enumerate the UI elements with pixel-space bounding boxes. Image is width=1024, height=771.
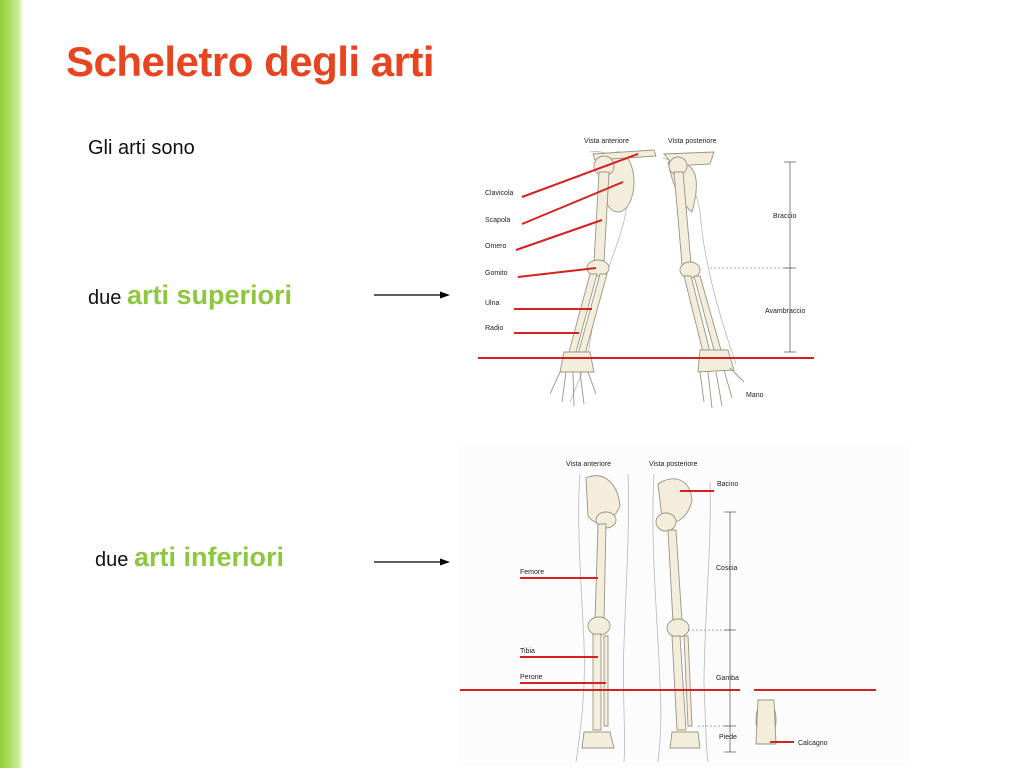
upper-view-back-label: Vista posteriore [668, 138, 717, 145]
intro-text: Gli arti sono [88, 137, 195, 159]
label-gomito: Gomito [485, 270, 508, 277]
posterior-arm-bones [663, 151, 745, 409]
label-clavicola: Clavicola [485, 190, 514, 197]
leader-omero [515, 219, 603, 251]
upper-arrow-icon [374, 291, 450, 299]
foot-bones [755, 699, 777, 745]
lower-view-back-label: Vista posteriore [649, 461, 698, 468]
upper-view-front-label: Vista anteriore [584, 138, 629, 145]
leg-outline-back [652, 473, 662, 763]
anterior-leg-bones [581, 475, 621, 749]
upper-limbs-highlight: arti superiori [126, 280, 292, 310]
label-braccio: Braccio [773, 213, 796, 220]
label-avambraccio: Avambraccio [765, 308, 805, 315]
posterior-leg-bones [655, 478, 701, 749]
label-calcagno: Calcagno [798, 740, 828, 747]
anterior-arm-bones [549, 149, 657, 407]
leader-gomito [517, 267, 597, 278]
label-coscia: Coscia [716, 565, 738, 572]
label-scapola: Scapola [485, 217, 510, 224]
lower-limbs-prefix: due [95, 549, 129, 571]
upper-limbs-prefix: due [88, 287, 122, 309]
label-mano: Mano [746, 392, 764, 399]
label-ulna: Ulna [485, 300, 500, 307]
slide-title: Scheletro degli arti [66, 38, 435, 85]
side-accent-bar [0, 0, 23, 768]
lower-view-front-label: Vista anteriore [566, 461, 611, 468]
leg-outline-back-inner [703, 481, 711, 763]
label-gamba: Gamba [716, 675, 739, 682]
leader-clavicola [521, 153, 639, 198]
lower-limbs-line: due arti inferiori [95, 542, 284, 573]
label-radio: Radio [485, 325, 503, 332]
upper-limb-skeleton-figure: Vista anteriore Vista posteriore Clavico… [478, 132, 818, 418]
leader-scapola [521, 181, 624, 225]
upper-limbs-line: due arti superiori [88, 280, 292, 311]
lower-limb-skeleton-figure: Vista anteriore Vista posteriore Femore … [458, 444, 910, 766]
label-bacino: Bacino [717, 481, 739, 488]
label-perone: Perone [520, 674, 543, 681]
lower-limbs-highlight: arti inferiori [133, 542, 284, 572]
label-femore: Femore [520, 569, 544, 576]
label-omero: Omero [485, 243, 507, 250]
label-tibia: Tibia [520, 648, 535, 655]
lower-arrow-icon [374, 558, 450, 566]
leg-outline-front [575, 473, 585, 763]
label-piede: Piede [719, 734, 737, 741]
leg-outline-front-inner [623, 473, 629, 763]
